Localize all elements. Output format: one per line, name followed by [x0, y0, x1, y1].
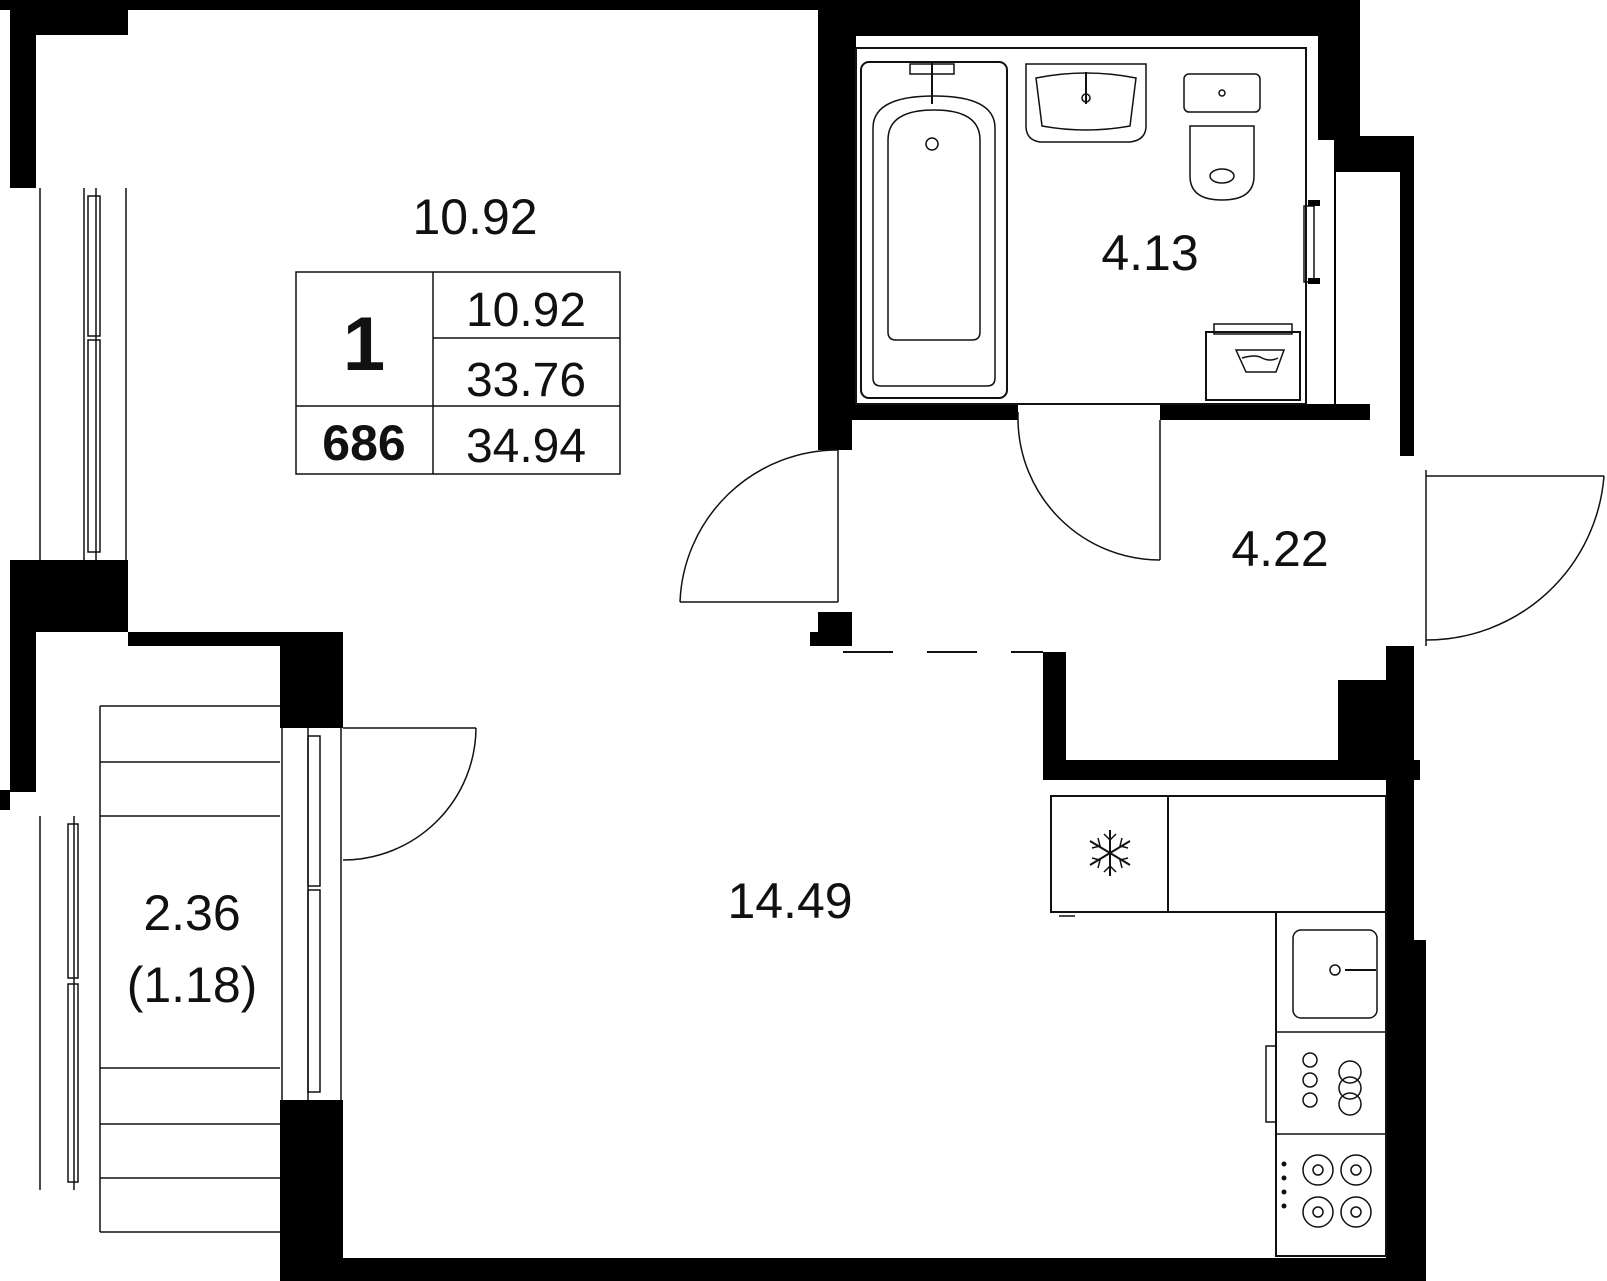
inner-outlines — [843, 47, 1307, 653]
towel-rail-icon — [1303, 200, 1320, 284]
balcony-area-reduced-label: (1.18) — [127, 957, 258, 1013]
balcony — [99, 705, 280, 1233]
apartment-number: 686 — [322, 415, 405, 471]
room-voids — [128, 35, 1386, 1258]
bathtub-icon — [860, 61, 1008, 399]
cooktop-icon — [1281, 1154, 1372, 1228]
sink-icon — [1025, 63, 1147, 143]
window-balcony-outer — [36, 810, 100, 1200]
walls — [0, 0, 1426, 1281]
summary-table: 1 686 10.92 33.76 34.94 — [295, 271, 621, 475]
living-area-value: 10.92 — [466, 284, 586, 337]
washing-machine-icon — [1205, 323, 1301, 401]
window-bedroom — [36, 188, 128, 560]
toilet-icon — [1183, 73, 1261, 201]
bathroom-area-label: 4.13 — [1101, 225, 1198, 281]
rooms-count: 1 — [343, 302, 385, 387]
door-bedroom — [679, 449, 839, 603]
snowflake-icon — [1089, 830, 1131, 876]
hall-area-label: 4.22 — [1231, 521, 1328, 577]
total-area-value: 34.94 — [466, 420, 586, 473]
bedroom-area-label: 10.92 — [412, 189, 537, 245]
window-living — [280, 728, 343, 1100]
kitchen-sink-icon — [1292, 929, 1378, 1019]
door-balcony — [342, 727, 477, 861]
area-without-balcony-value: 33.76 — [466, 354, 586, 407]
balcony-area-label: 2.36 — [143, 885, 240, 941]
oven-icon — [1265, 1031, 1386, 1135]
door-bathroom — [1017, 412, 1161, 561]
door-entrance — [1425, 470, 1605, 646]
living-kitchen-area-label: 14.49 — [727, 873, 852, 929]
